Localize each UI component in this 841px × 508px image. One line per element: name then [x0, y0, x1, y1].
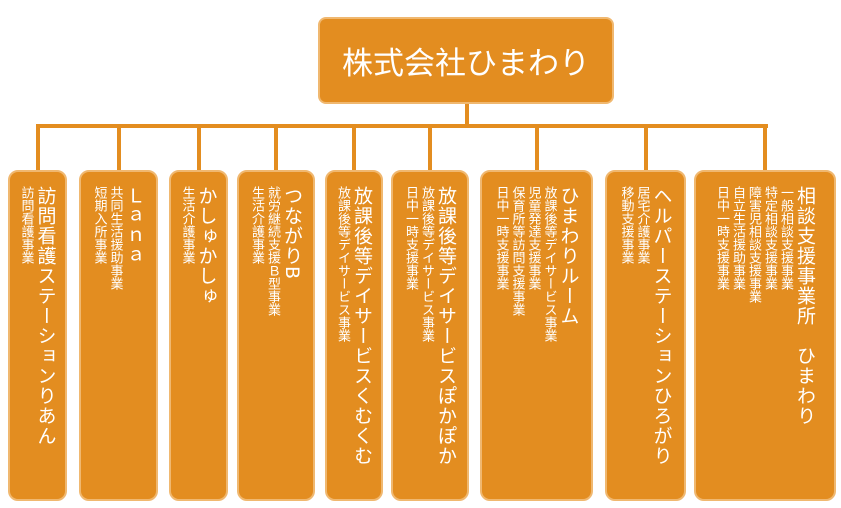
unit-connector	[643, 126, 648, 171]
unit-text: 放課後等デイサービスぽかぽか放課後等デイサービス事業日中一時支援事業	[402, 186, 458, 499]
unit-title: つながりB	[281, 186, 303, 281]
unit-service: 日中一時支援事業	[493, 186, 509, 290]
unit-box: かしゅかしゅ生活介護事業	[169, 170, 228, 501]
unit-box: 放課後等デイサービスくむくむ放課後等デイサービス事業	[325, 170, 383, 501]
unit-service: 保育所等訪問支援事業	[509, 186, 525, 316]
unit-service: 就労継続支援Ｂ型事業	[265, 186, 280, 316]
unit-title: かしゅかしゅ	[195, 186, 218, 306]
unit-service: 障害児相談支援事業	[746, 186, 761, 303]
unit-text: 放課後等デイサービスくむくむ放課後等デイサービス事業	[334, 186, 374, 499]
unit-box: 訪問看護ステーションりあん訪問看護事業	[8, 170, 67, 501]
unit-title: 放課後等デイサービスぽかぽか	[435, 186, 457, 466]
unit-connector	[35, 126, 40, 171]
unit-service: 放課後等デイサービス事業	[541, 186, 557, 342]
unit-box: 相談支援事業所 ひまわり一般相談支援事業特定相談支援事業障害児相談支援事業自立生…	[694, 170, 836, 501]
unit-service: 日中一時支援事業	[403, 186, 418, 290]
unit-service: 共同生活援助事業	[107, 186, 123, 290]
unit-text: かしゅかしゅ生活介護事業	[179, 186, 219, 499]
horizontal-connector	[36, 124, 768, 128]
unit-box: ひまわりルーム放課後等デイサービス事業児童発達支援事業保育所等訪問支援事業日中一…	[480, 170, 593, 501]
unit-service: 移動支援事業	[618, 186, 634, 264]
unit-text: 相談支援事業所 ひまわり一般相談支援事業特定相談支援事業障害児相談支援事業自立生…	[713, 186, 817, 499]
unit-service: 特定相談支援事業	[762, 186, 777, 290]
unit-connector	[116, 126, 121, 171]
unit-box: ヘルパーステーションひろがり居宅介護事業移動支援事業	[605, 170, 686, 501]
unit-title: 訪問看護ステーションりあん	[34, 186, 57, 446]
unit-text: 訪問看護ステーションりあん訪問看護事業	[18, 186, 58, 499]
root-company-box: 株式会社ひまわり	[318, 17, 614, 104]
unit-title: 放課後等デイサービスくむくむ	[351, 186, 373, 466]
unit-connector	[763, 126, 767, 171]
unit-connector	[196, 126, 201, 171]
unit-service: 自立生活援助事業	[730, 186, 745, 290]
unit-title: ヘルパーステーションひろがり	[650, 186, 673, 466]
unit-service: 短期入所事業	[91, 186, 107, 264]
unit-service: 訪問看護事業	[18, 186, 34, 264]
unit-service: 生活介護事業	[179, 186, 195, 264]
unit-service: 一般相談支援事業	[778, 186, 793, 290]
unit-service: 生活介護事業	[249, 186, 264, 264]
unit-service: 児童発達支援事業	[525, 186, 541, 290]
unit-connector	[428, 126, 432, 171]
unit-box: 放課後等デイサービスぽかぽか放課後等デイサービス事業日中一時支援事業	[391, 170, 469, 501]
unit-connector	[534, 126, 539, 171]
unit-service: 放課後等デイサービス事業	[335, 186, 350, 342]
root-company-name: 株式会社ひまわり	[342, 46, 590, 82]
unit-title: Ｌａｎａ	[123, 186, 146, 266]
unit-title: ひまわりルーム	[557, 186, 580, 326]
unit-text: ひまわりルーム放課後等デイサービス事業児童発達支援事業保育所等訪問支援事業日中一…	[493, 186, 581, 499]
unit-service: 放課後等デイサービス事業	[419, 186, 434, 342]
unit-service: 居宅介護事業	[634, 186, 650, 264]
unit-connector	[274, 126, 278, 171]
unit-connector	[352, 126, 356, 171]
unit-title: 相談支援事業所 ひまわり	[794, 186, 816, 426]
unit-service: 日中一時支援事業	[714, 186, 729, 290]
unit-text: ヘルパーステーションひろがり居宅介護事業移動支援事業	[618, 186, 674, 499]
root-connector	[465, 104, 469, 126]
